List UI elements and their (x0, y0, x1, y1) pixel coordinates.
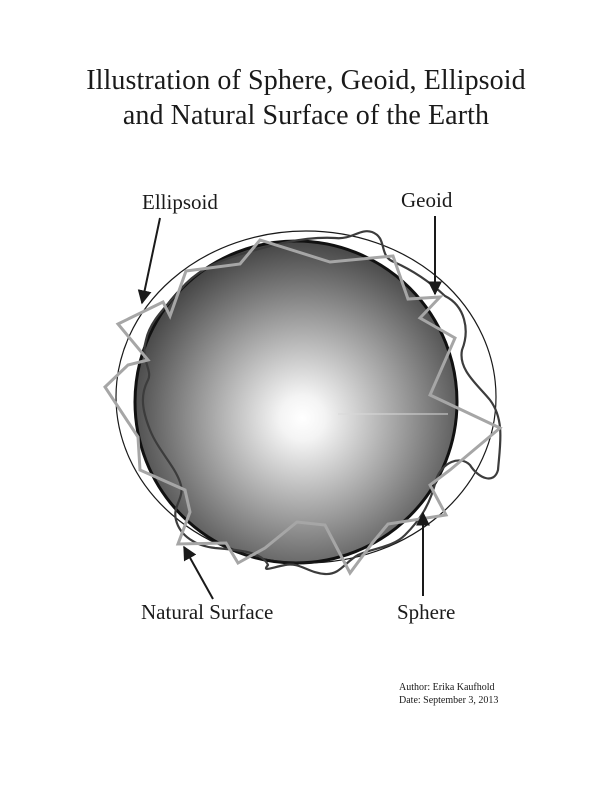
title-line-1: Illustration of Sphere, Geoid, Ellipsoid (86, 65, 526, 96)
geoid-line (141, 230, 502, 576)
ellipsoid-label: Ellipsoid (142, 190, 218, 214)
ellipsoid-outline (115, 230, 497, 564)
sphere-body (133, 239, 459, 565)
author-credit: Author: Erika Kaufhold (399, 682, 495, 693)
ellipsoid-arrow (137, 217, 161, 305)
date-credit: Date: September 3, 2013 (399, 695, 499, 706)
geoid-label: Geoid (401, 188, 453, 212)
natural-surface-arrow (183, 545, 214, 600)
sphere-label: Sphere (397, 600, 456, 624)
title-line-2: and Natural Surface of the Earth (122, 100, 490, 131)
natural-surface-label: Natural Surface (141, 600, 274, 624)
